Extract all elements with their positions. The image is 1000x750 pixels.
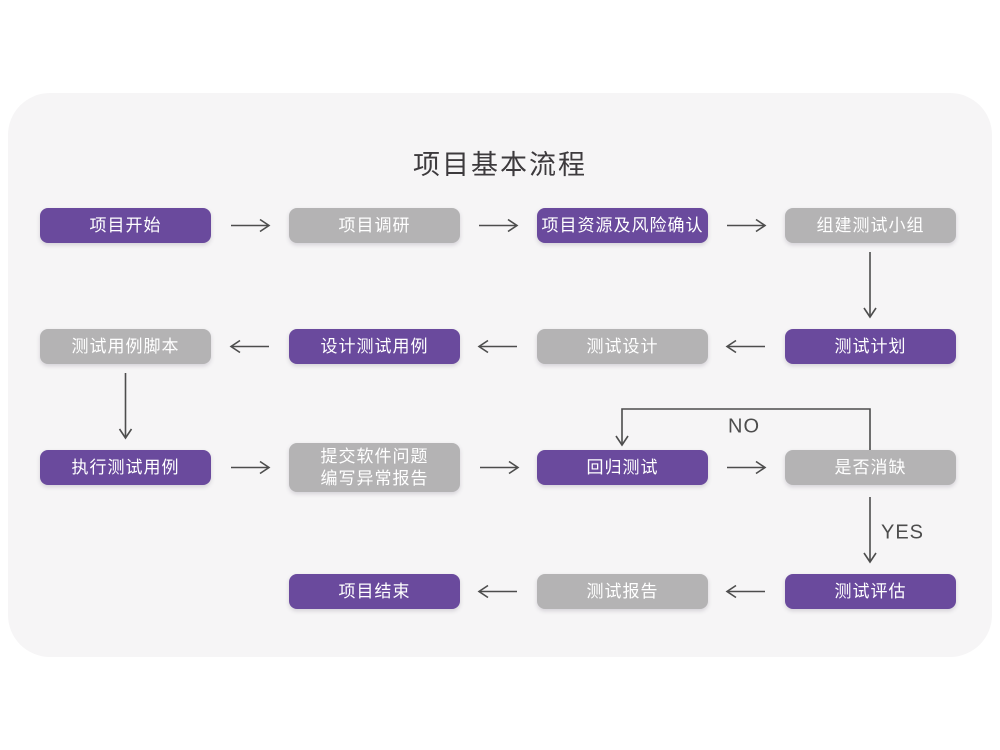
node-project-start: 项目开始	[40, 208, 211, 243]
node-defect-resolved: 是否消缺	[785, 450, 956, 485]
no-branch-label: NO	[728, 415, 760, 438]
arrow-no-loop	[615, 408, 871, 450]
node-build-test-team: 组建测试小组	[785, 208, 956, 243]
node-test-case-script: 测试用例脚本	[40, 329, 211, 364]
node-regression-test: 回归测试	[537, 450, 708, 485]
node-project-end: 项目结束	[289, 574, 460, 609]
node-execute-test-cases: 执行测试用例	[40, 450, 211, 485]
node-test-plan: 测试计划	[785, 329, 956, 364]
flowchart-card: 项目基本流程	[8, 93, 992, 657]
page-title: 项目基本流程	[413, 150, 587, 180]
node-test-evaluation: 测试评估	[785, 574, 956, 609]
node-test-report: 测试报告	[537, 574, 708, 609]
node-risk-confirm: 项目资源及风险确认	[537, 208, 708, 243]
node-project-research: 项目调研	[289, 208, 460, 243]
node-test-design: 测试设计	[537, 329, 708, 364]
node-submit-issue-report: 提交软件问题 编写异常报告	[289, 443, 460, 492]
flow-connectors	[118, 218, 877, 599]
node-design-test-cases: 设计测试用例	[289, 329, 460, 364]
yes-branch-label: YES	[881, 521, 925, 544]
